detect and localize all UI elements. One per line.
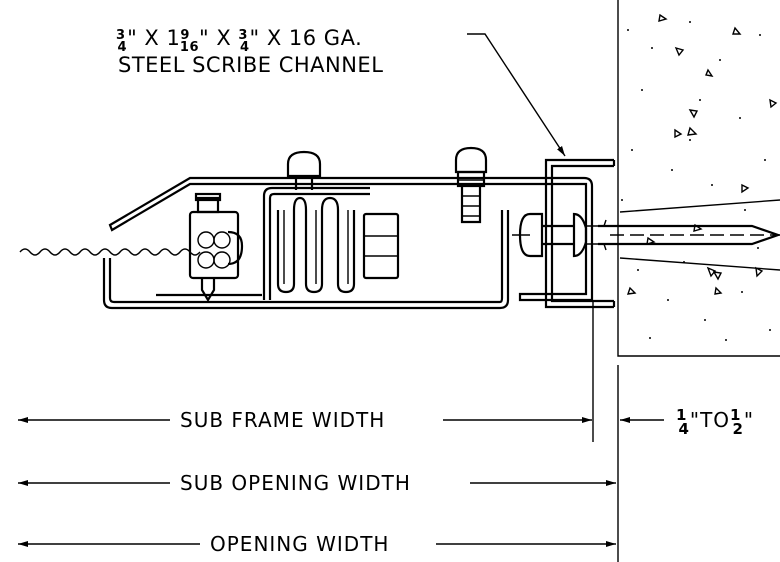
- gap-to-den: 2: [732, 420, 743, 438]
- right-screw: [454, 146, 488, 224]
- anchor-screw: [512, 199, 780, 271]
- hex-nut: [362, 212, 400, 280]
- concrete-stipple: [621, 21, 771, 341]
- compression-spring: [276, 196, 356, 294]
- gap-tail: ": [744, 408, 754, 432]
- callout-size-part2: " X: [199, 26, 238, 50]
- gap-from-num: 1: [676, 406, 687, 424]
- steel-scribe-channel: [544, 158, 616, 309]
- fraction-nine-sixteenths-den: 16: [180, 40, 199, 55]
- sub-opening-width-label: SUB OPENING WIDTH: [180, 471, 411, 495]
- opening-width-label: OPENING WIDTH: [210, 532, 389, 556]
- gap-to: "TO: [690, 408, 730, 432]
- fraction-nine-sixteenths-num: 9: [180, 28, 190, 43]
- concrete-wall: [617, 0, 780, 357]
- callout-name: STEEL SCRIBE CHANNEL: [118, 53, 383, 77]
- callout-size-part1: " X 1: [127, 26, 180, 50]
- gap-to-num: 1: [730, 406, 741, 424]
- fraction-three-quarter-num-2: 3: [238, 28, 248, 43]
- fraction-three-quarter-num: 3: [116, 28, 126, 43]
- flexible-seal: [19, 248, 201, 256]
- hinge-assembly: [188, 192, 244, 303]
- fraction-three-quarter-den-2: 4: [240, 40, 250, 55]
- sub-frame-width-label: SUB FRAME WIDTH: [180, 408, 385, 432]
- callout-leader-line: [467, 33, 566, 157]
- callout-size-gauge: " X 16 GA.: [250, 26, 363, 50]
- concrete-aggregate: [626, 13, 778, 295]
- gap-from-den: 4: [678, 420, 689, 438]
- fraction-three-quarter-den: 4: [118, 40, 128, 55]
- center-bolt: [286, 150, 322, 190]
- sub-frame-profile: [102, 176, 594, 310]
